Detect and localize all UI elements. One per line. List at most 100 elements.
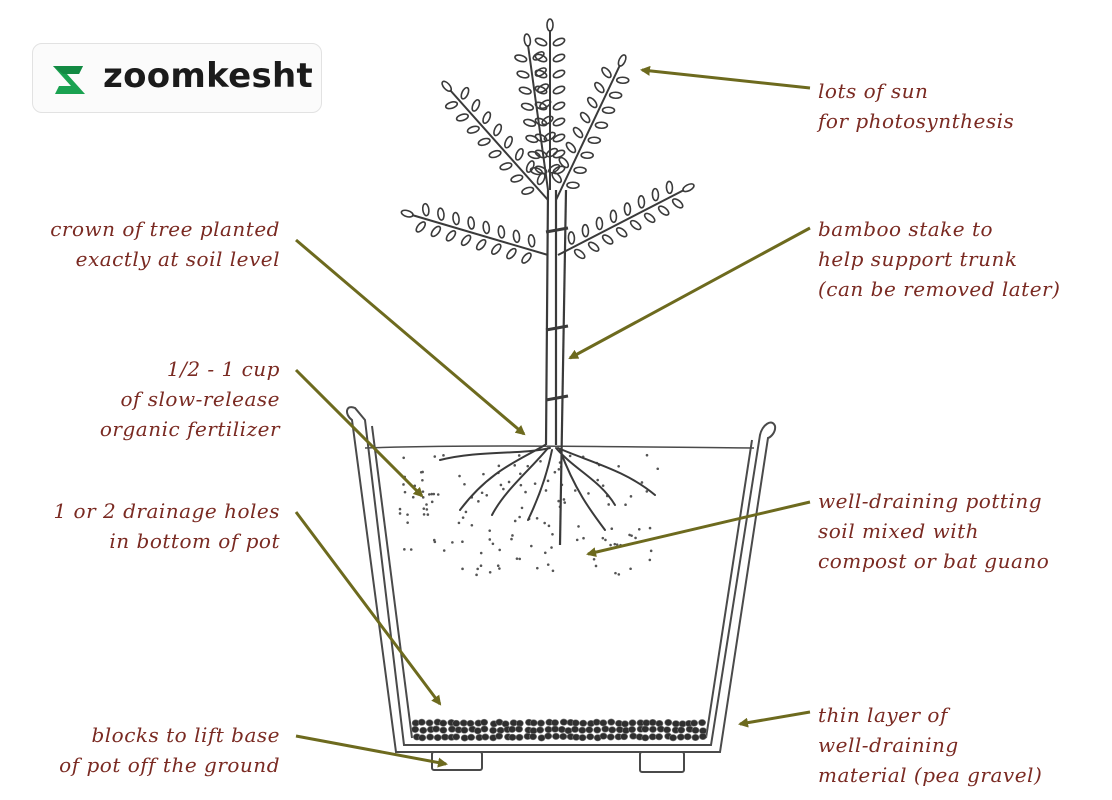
leaf bbox=[477, 137, 491, 147]
leaf bbox=[546, 18, 554, 32]
leaf bbox=[534, 165, 548, 175]
brand-logo[interactable]: zoomkesht bbox=[32, 43, 322, 113]
soil-speck bbox=[398, 512, 402, 515]
soil-speck bbox=[550, 546, 553, 549]
leaf bbox=[552, 53, 566, 63]
gravel-stone bbox=[664, 719, 673, 727]
gravel-stone bbox=[529, 727, 538, 735]
leaf bbox=[552, 133, 566, 143]
soil-speck bbox=[577, 525, 580, 528]
leaf bbox=[587, 241, 600, 252]
soil-speck bbox=[568, 454, 572, 458]
label-fertilizer: 1/2 - 1 cup of slow-release organic fert… bbox=[100, 354, 280, 444]
branch bbox=[411, 214, 549, 256]
gravel-stone bbox=[641, 734, 650, 742]
gravel-stone bbox=[592, 718, 601, 726]
gravel-stone bbox=[628, 726, 636, 734]
gravel-stone bbox=[489, 726, 497, 734]
leaf bbox=[506, 247, 517, 260]
label-crown: crown of tree planted exactly at soil le… bbox=[50, 214, 280, 274]
soil-speck bbox=[513, 464, 517, 467]
gravel-stone bbox=[448, 725, 456, 733]
soil-speck bbox=[539, 460, 542, 463]
gravel-stone bbox=[432, 725, 440, 733]
leaf bbox=[594, 121, 609, 130]
leaf bbox=[573, 166, 587, 175]
soil-speck bbox=[520, 506, 524, 510]
soil-speck bbox=[604, 538, 607, 542]
label-line: in bottom of pot bbox=[109, 529, 280, 553]
pot-outer-wall bbox=[346, 406, 777, 753]
soil-speck bbox=[475, 573, 478, 577]
soil-speck bbox=[498, 567, 501, 570]
soil-speck bbox=[406, 513, 409, 516]
gravel-stone bbox=[495, 732, 504, 740]
soil-speck bbox=[433, 455, 437, 458]
soil-speck bbox=[551, 569, 555, 573]
soil-speck bbox=[563, 501, 567, 504]
gravel-stone bbox=[552, 732, 560, 740]
soil-speck bbox=[526, 464, 530, 468]
gravel-stone bbox=[473, 727, 482, 735]
blocks bbox=[431, 751, 685, 773]
label-soil: well-draining potting soil mixed with co… bbox=[818, 486, 1049, 576]
soil-speck bbox=[628, 533, 631, 537]
soil-speck bbox=[607, 503, 610, 506]
leaf bbox=[497, 225, 506, 239]
soil-speck bbox=[463, 482, 466, 486]
label-line: 1/2 - 1 cup bbox=[166, 357, 280, 381]
soil-speck bbox=[656, 467, 660, 471]
gravel-stone bbox=[460, 726, 469, 734]
leaf bbox=[467, 216, 476, 230]
soil-speck bbox=[629, 495, 633, 498]
soil-speck bbox=[640, 481, 644, 484]
gravel-stone bbox=[439, 726, 448, 734]
soil-speck bbox=[403, 490, 407, 494]
soil-speck bbox=[648, 558, 652, 562]
soil-speck bbox=[476, 567, 479, 571]
leaf bbox=[601, 106, 616, 115]
soil-speck bbox=[551, 533, 554, 536]
leaf bbox=[525, 160, 535, 173]
gravel-stone bbox=[452, 733, 461, 741]
soil-speck bbox=[425, 503, 428, 506]
leaf bbox=[445, 230, 457, 242]
leaf bbox=[460, 86, 470, 100]
leaf bbox=[534, 85, 548, 95]
soil-speck bbox=[511, 534, 514, 537]
soil-speck bbox=[485, 493, 489, 497]
leaf bbox=[493, 123, 503, 137]
gravel-stone bbox=[586, 733, 595, 741]
leaf bbox=[523, 118, 537, 127]
soil-speck bbox=[464, 510, 468, 514]
gravel-stone bbox=[629, 732, 638, 740]
leaf bbox=[552, 117, 566, 127]
pointer-arrows bbox=[294, 65, 811, 768]
gravel-stone bbox=[496, 726, 505, 734]
soil-speck bbox=[624, 503, 627, 507]
gravel-stone bbox=[536, 726, 545, 734]
gravel-stone bbox=[452, 719, 461, 727]
leaf bbox=[516, 70, 530, 79]
leaf bbox=[534, 133, 548, 143]
soil-speck bbox=[461, 540, 464, 543]
leaf bbox=[665, 180, 674, 195]
leaf bbox=[601, 234, 614, 245]
soil-speck bbox=[596, 478, 599, 482]
gravel-stone bbox=[601, 725, 610, 733]
leaf bbox=[608, 91, 623, 100]
soil-speck bbox=[648, 526, 652, 530]
gravel-stone bbox=[544, 732, 553, 740]
label-drainage-holes: 1 or 2 drainage holes in bottom of pot bbox=[53, 496, 280, 556]
leaf bbox=[475, 238, 487, 251]
gravel-stone bbox=[417, 718, 426, 726]
soil-speck bbox=[436, 493, 440, 496]
soil-speck bbox=[649, 549, 653, 553]
gravel-stone bbox=[426, 733, 435, 741]
leaf bbox=[521, 252, 532, 264]
soil-speck bbox=[645, 490, 649, 493]
gravel-stone bbox=[698, 732, 707, 740]
soil-speck bbox=[461, 516, 465, 519]
label-line: soil mixed with bbox=[818, 519, 980, 543]
pea-gravel-layer bbox=[411, 718, 707, 742]
